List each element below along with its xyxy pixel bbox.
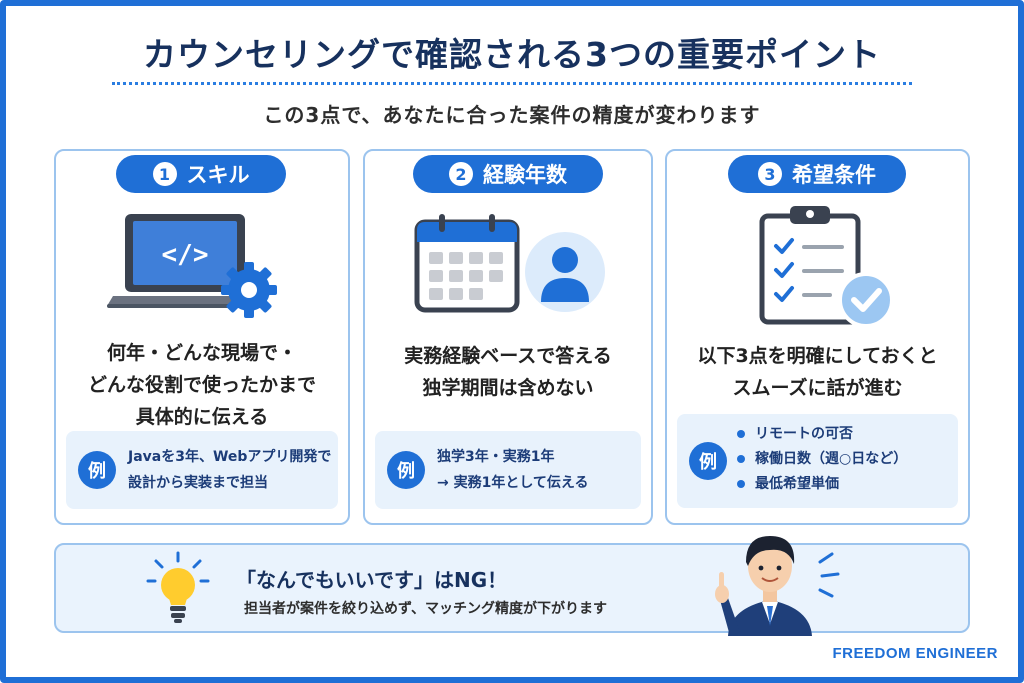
calendar-person-icon — [414, 214, 605, 313]
card-experience-number: 2 — [449, 162, 473, 186]
card-conditions-example: 例 リモートの可否 稼働日数（週○日など） 最低希望単価 — [677, 414, 958, 508]
description-line: 何年・どんな現場で・ — [106, 342, 297, 364]
example-text: 独学3年・実務1年 → 実務1年として伝える — [437, 444, 589, 496]
description-line: 具体的に伝える — [135, 406, 269, 428]
card-conditions-description: 以下3点を明確にしておくと スムーズに話が進む — [665, 340, 970, 404]
description-line: 実務経験ベースで答える — [404, 345, 612, 367]
laptop-code-icon: </> — [107, 214, 277, 318]
card-skill-number: 1 — [152, 162, 177, 186]
example-line: 独学3年・実務1年 — [437, 449, 555, 465]
card-skill-header: 1 スキル — [116, 155, 286, 193]
ng-headline: 「なんでもいいです」はNG！ — [236, 568, 508, 592]
example-line: 設計から実装まで担当 — [128, 475, 268, 491]
example-list: リモートの可否 稼働日数（週○日など） 最低希望単価 — [737, 422, 907, 497]
description-line: 以下3点を明確にしておくと — [697, 345, 938, 367]
list-item-text: リモートの可否 — [755, 426, 853, 442]
description-line: スムーズに話が進む — [732, 377, 903, 399]
dotted-divider — [112, 82, 912, 85]
bullet-icon — [737, 455, 745, 463]
card-skill-label: スキル — [186, 163, 250, 187]
card-experience-label: 経験年数 — [483, 163, 567, 187]
card-conditions-header: 3 希望条件 — [728, 155, 906, 193]
example-badge: 例 — [689, 442, 727, 480]
card-conditions-number: 3 — [758, 162, 782, 186]
description-line: どんな役割で使ったかまで — [87, 374, 316, 396]
card-experience-description: 実務経験ベースで答える 独学期間は含めない — [363, 340, 653, 404]
card-experience-example: 例 独学3年・実務1年 → 実務1年として伝える — [375, 431, 641, 509]
ng-banner — [54, 543, 970, 633]
page-subtitle: この3点で、あなたに合った案件の精度が変わります — [263, 103, 761, 127]
card-skill-example: 例 Javaを3年、Webアプリ開発で 設計から実装まで担当 — [66, 431, 338, 509]
list-item: 最低希望単価 — [737, 472, 907, 497]
list-item: 稼働日数（週○日など） — [737, 447, 907, 472]
brand-logo: FREEDOM ENGINEER — [832, 645, 998, 662]
example-line: Javaを3年、Webアプリ開発で — [128, 449, 332, 465]
example-badge: 例 — [387, 451, 425, 489]
list-item-text: 最低希望単価 — [755, 476, 839, 492]
svg-text:</>: </> — [162, 240, 209, 270]
lightbulb-icon — [146, 551, 210, 623]
example-line: → 実務1年として伝える — [437, 475, 589, 491]
example-text: Javaを3年、Webアプリ開発で 設計から実装まで担当 — [128, 444, 331, 496]
description-line: 独学期間は含めない — [422, 377, 594, 399]
list-item: リモートの可否 — [737, 422, 907, 447]
bullet-icon — [737, 480, 745, 488]
page-title: カウンセリングで確認される3つの重要ポイント — [143, 35, 881, 74]
card-experience-header: 2 経験年数 — [413, 155, 603, 193]
bullet-icon — [737, 430, 745, 438]
pointing-man-icon — [715, 536, 840, 636]
card-conditions-label: 希望条件 — [792, 163, 876, 187]
example-badge: 例 — [78, 451, 116, 489]
ng-message: 担当者が案件を絞り込めず、マッチング精度が下がります — [244, 601, 608, 617]
card-skill-description: 何年・どんな現場で・ どんな役割で使ったかまで 具体的に伝える — [54, 337, 350, 433]
clipboard-check-icon — [759, 206, 894, 328]
list-item-text: 稼働日数（週○日など） — [755, 451, 908, 467]
